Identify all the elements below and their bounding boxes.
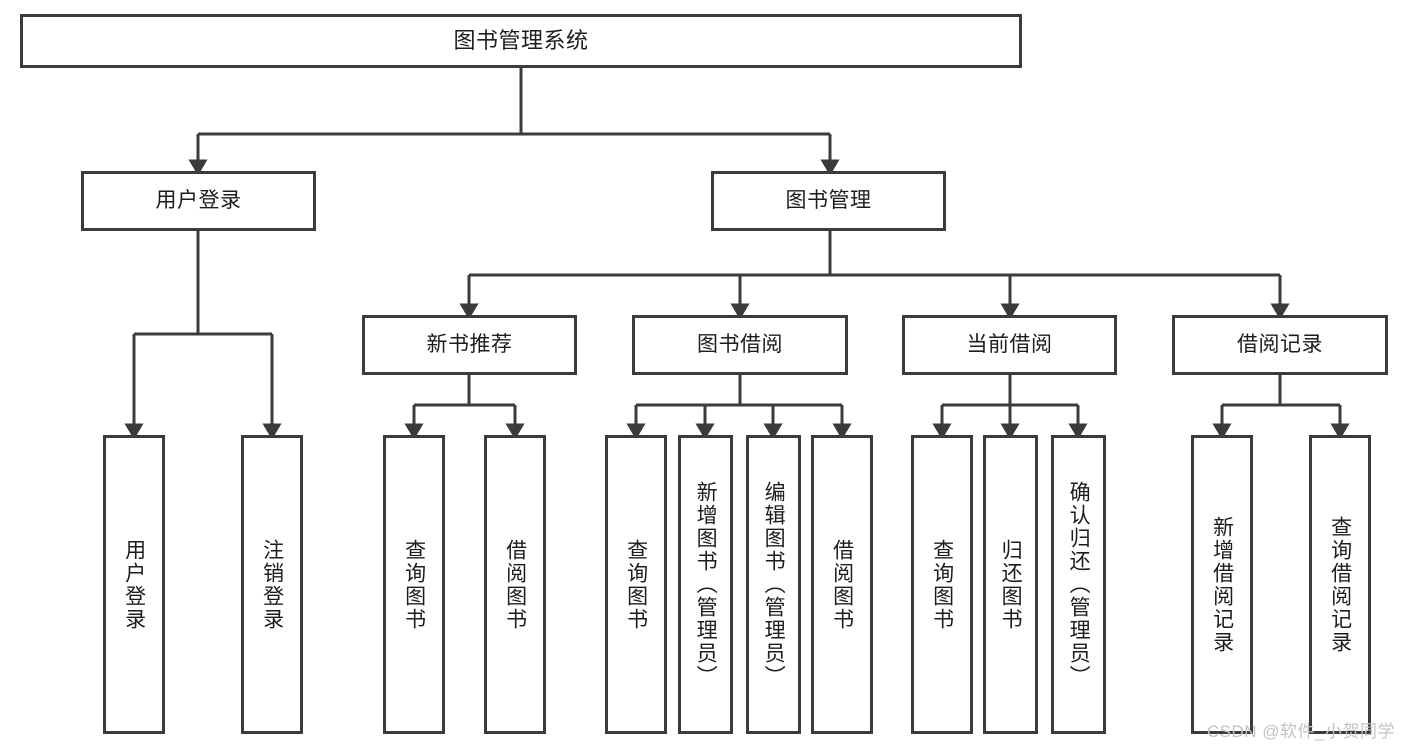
leaf-query-borrow-record[interactable]: 查询借阅记录 bbox=[1309, 435, 1371, 734]
leaf-confirm-return-admin[interactable]: 确认归还（管理员） bbox=[1051, 435, 1106, 734]
csdn-watermark: CSDN @软件_小贺同学 bbox=[1206, 722, 1395, 741]
node-label: 借阅图书 bbox=[830, 538, 854, 631]
node-label: 借阅记录 bbox=[1237, 333, 1323, 357]
node-label: 注销登录 bbox=[260, 538, 284, 631]
leaf-query-books-current[interactable]: 查询图书 bbox=[911, 435, 973, 734]
node-label: 图书管理系统 bbox=[453, 27, 589, 53]
node-label: 查询图书 bbox=[402, 538, 426, 631]
node-label: 查询图书 bbox=[930, 538, 954, 631]
leaf-add-book-admin[interactable]: 新增图书（管理员） bbox=[678, 435, 733, 734]
node-current-borrow[interactable]: 当前借阅 bbox=[902, 315, 1117, 375]
node-label: 编辑图书（管理员） bbox=[762, 481, 786, 688]
node-label: 新增借阅记录 bbox=[1210, 515, 1234, 654]
node-label: 确认归还（管理员） bbox=[1067, 481, 1091, 688]
node-label: 图书管理 bbox=[785, 189, 872, 213]
node-new-book-recommend[interactable]: 新书推荐 bbox=[362, 315, 577, 375]
node-label: 图书借阅 bbox=[697, 333, 783, 357]
node-book-management[interactable]: 图书管理 bbox=[711, 171, 946, 231]
node-label: 查询图书 bbox=[624, 538, 648, 631]
node-label: 查询借阅记录 bbox=[1328, 515, 1352, 654]
leaf-add-borrow-record[interactable]: 新增借阅记录 bbox=[1191, 435, 1253, 734]
leaf-query-books-borrow[interactable]: 查询图书 bbox=[605, 435, 667, 734]
node-label: 用户登录 bbox=[155, 189, 242, 213]
node-root-system[interactable]: 图书管理系统 bbox=[20, 14, 1022, 68]
node-label: 新书推荐 bbox=[426, 333, 513, 357]
node-label: 当前借阅 bbox=[966, 333, 1053, 357]
node-label: 新增图书（管理员） bbox=[694, 481, 718, 688]
leaf-borrow-books-recommend[interactable]: 借阅图书 bbox=[484, 435, 546, 734]
leaf-user-login[interactable]: 用户登录 bbox=[103, 435, 165, 734]
node-label: 归还图书 bbox=[999, 538, 1023, 631]
leaf-query-books-recommend[interactable]: 查询图书 bbox=[383, 435, 445, 734]
leaf-edit-book-admin[interactable]: 编辑图书（管理员） bbox=[746, 435, 801, 734]
node-user-login[interactable]: 用户登录 bbox=[81, 171, 316, 231]
leaf-borrow-books[interactable]: 借阅图书 bbox=[811, 435, 873, 734]
leaf-logout[interactable]: 注销登录 bbox=[241, 435, 303, 734]
node-borrow-records[interactable]: 借阅记录 bbox=[1172, 315, 1388, 375]
node-label: 用户登录 bbox=[122, 538, 146, 631]
node-book-borrow[interactable]: 图书借阅 bbox=[632, 315, 848, 375]
node-label: 借阅图书 bbox=[503, 538, 527, 631]
leaf-return-books[interactable]: 归还图书 bbox=[983, 435, 1038, 734]
